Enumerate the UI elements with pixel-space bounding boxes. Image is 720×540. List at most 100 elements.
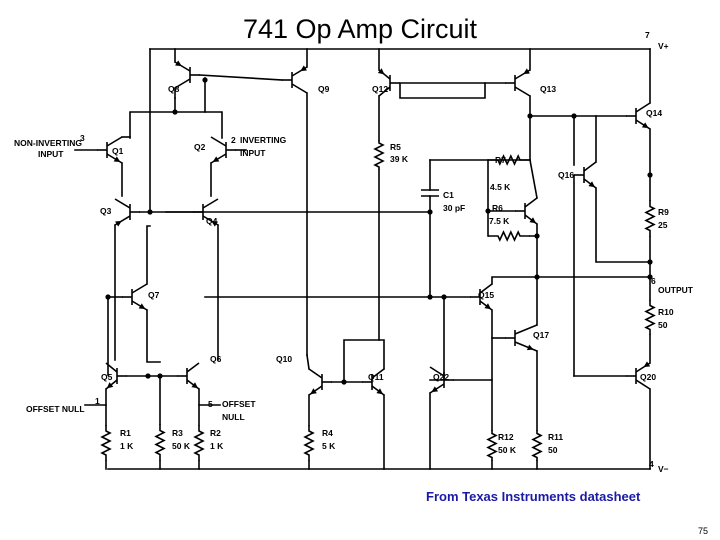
q22-label: Q22 — [433, 372, 449, 382]
wire — [199, 74, 283, 81]
junction-dot — [441, 294, 447, 300]
components — [97, 60, 656, 461]
wire — [399, 82, 486, 99]
q9-label: Q9 — [318, 84, 330, 94]
junction-dot — [145, 373, 151, 379]
upper-leg — [131, 283, 148, 294]
q6-transistor — [177, 362, 200, 390]
junction-dot — [534, 274, 540, 280]
resistor-body — [486, 430, 498, 461]
slide-title: 741 Op Amp Circuit — [242, 14, 478, 44]
r1-value: 1 K — [120, 441, 134, 451]
r6-name: R6 — [492, 203, 503, 213]
pin3-number: 3 — [80, 133, 85, 143]
upper-leg — [479, 283, 493, 294]
emitter-arrow — [113, 156, 121, 163]
lower-leg — [291, 83, 308, 94]
q11-transistor — [362, 368, 385, 396]
emitter-arrow — [431, 386, 439, 393]
junction-dot — [105, 294, 111, 300]
r9-value: 25 — [658, 220, 668, 230]
q3-transistor — [114, 198, 140, 227]
upper-leg — [202, 198, 219, 209]
q17-label: Q17 — [533, 330, 549, 340]
q15-transistor — [470, 283, 493, 311]
emitter-arrow — [484, 303, 492, 310]
r1-name: R1 — [120, 428, 131, 438]
r7-resistor — [488, 154, 530, 166]
r2-resistor — [193, 425, 205, 461]
junction-dot — [172, 109, 178, 115]
q22-transistor — [429, 366, 454, 394]
q15b-transistor — [574, 161, 597, 189]
wire — [595, 187, 651, 263]
junction-dots — [105, 77, 653, 385]
r7-name: R7 — [495, 155, 506, 165]
junction-dot — [527, 113, 533, 119]
q4-label: Q4 — [206, 216, 218, 226]
emitter-arrow — [106, 382, 114, 389]
upper-leg — [210, 136, 227, 147]
emitter-arrow — [115, 220, 122, 227]
r11-value: 50 — [548, 445, 558, 455]
pin5-label-line1: OFFSET — [222, 399, 256, 409]
resistor-body — [488, 230, 530, 242]
q1-label: Q1 — [112, 146, 124, 156]
pin7-number: 7 — [645, 30, 650, 40]
wire — [529, 159, 538, 199]
q11-label: Q11 — [368, 372, 384, 382]
r11-resistor — [531, 430, 543, 461]
pin2-number: 2 — [231, 135, 236, 145]
q12-label: Q12 — [372, 84, 388, 94]
q5-label: Q5 — [101, 372, 113, 382]
vminus-label: V− — [658, 464, 669, 474]
resistor-body — [303, 425, 315, 461]
r10-name: R10 — [658, 307, 674, 317]
r9-name: R9 — [658, 207, 669, 217]
upper-leg — [635, 102, 651, 113]
upper-leg — [514, 324, 538, 335]
lower-leg — [514, 86, 531, 97]
pin2-label-line2: INPUT — [240, 148, 266, 158]
c1-name: C1 — [443, 190, 454, 200]
resistor-body — [193, 425, 205, 461]
q7-label: Q7 — [148, 290, 160, 300]
pin3-label-line1: NON-INVERTING — [14, 138, 82, 148]
q9-transistor — [282, 65, 308, 94]
r5-value: 39 K — [390, 154, 409, 164]
emitter-arrow — [376, 388, 384, 395]
emitter-arrow — [300, 65, 307, 72]
r4-name: R4 — [322, 428, 333, 438]
pin5-number: 5 — [208, 399, 213, 409]
r6-value: 7.5 K — [489, 216, 510, 226]
upper-leg — [429, 366, 445, 377]
junction-dot — [202, 77, 208, 83]
r12-resistor — [486, 430, 498, 461]
wire — [343, 339, 385, 383]
q20-label: Q20 — [640, 372, 656, 382]
r10-resistor — [644, 300, 656, 335]
q1-transistor — [97, 136, 123, 164]
page-number: 75 — [698, 526, 709, 536]
emitter-arrow — [191, 382, 199, 389]
r1-resistor — [100, 425, 112, 461]
r5-resistor — [373, 140, 385, 170]
lower-leg — [174, 78, 191, 89]
upper-leg — [114, 198, 131, 209]
emitter-arrow — [138, 303, 146, 310]
emitter-arrow — [175, 60, 182, 67]
r12-value: 50 K — [498, 445, 517, 455]
vplus-label: V+ — [658, 41, 669, 51]
emitter-arrow — [643, 361, 651, 368]
r3-value: 50 K — [172, 441, 191, 451]
q7-transistor — [122, 283, 148, 311]
q13-transistor — [505, 68, 531, 97]
wire — [146, 225, 151, 285]
junction-dot — [534, 233, 540, 239]
junction-dot — [341, 379, 347, 385]
q12-transistor — [377, 68, 400, 97]
q6-label: Q6 — [210, 354, 222, 364]
pin6-number: 6 — [651, 276, 656, 286]
resistor-body — [644, 300, 656, 335]
